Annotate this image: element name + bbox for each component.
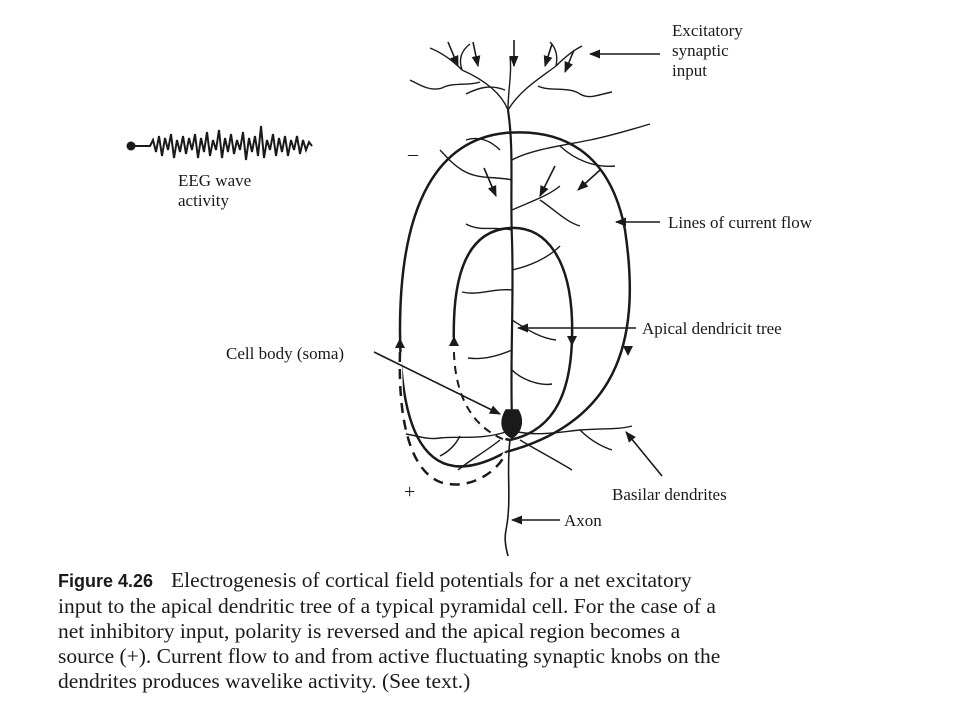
excitatory-input-label-line-3: input [672, 61, 707, 80]
outer-loop-dashes [398, 351, 508, 486]
basilar-dendrites-label: Basilar dendrites [612, 485, 727, 504]
synaptic-input-arrows [447, 40, 601, 198]
caption-text-1: Electrogenesis of cortical field potenti… [171, 568, 692, 592]
inner-loop-dashed-segment [451, 337, 506, 443]
axon [504, 439, 511, 557]
soma-and-basilar-dendrites [405, 409, 633, 471]
apical-tree-label: Apical dendricit tree [642, 319, 782, 338]
eeg-wave-label-line-1: EEG wave [178, 171, 251, 190]
caption-line-2: input to the apical dendritic tree of a … [58, 594, 716, 618]
eeg-wave-label-line-2: activity [178, 191, 229, 210]
axon-label: Axon [564, 511, 602, 530]
eeg-wave-trace [126, 125, 313, 161]
caption-line-4: source (+). Current flow to and from act… [58, 644, 721, 668]
inner-loop-dashes [452, 337, 506, 441]
pyramidal-cell-diagram: Excitatory synaptic input EEG wave activ… [126, 21, 813, 557]
flow-arrowheads [395, 336, 633, 356]
caption-line-1: Figure 4.26 Electrogenesis of cortical fi… [58, 568, 918, 594]
minus-sign: – [407, 143, 419, 165]
caption-line-5: dendrites produces wavelike activity. (S… [58, 669, 471, 693]
excitatory-input-label-line-1: Excitatory [672, 21, 743, 40]
cell-body-label: Cell body (soma) [226, 344, 344, 363]
current-flow-label: Lines of current flow [668, 213, 813, 232]
caption-line-3: net inhibitory input, polarity is revers… [58, 619, 681, 643]
figure-label: Figure 4.26 [58, 571, 154, 591]
apical-dendrite-tree [409, 41, 651, 421]
excitatory-input-label-line-2: synaptic [672, 41, 729, 60]
label-leader-arrows [373, 49, 663, 525]
outer-current-loop [398, 131, 631, 468]
figure-caption: Figure 4.26 Electrogenesis of cortical fi… [58, 568, 918, 694]
plus-sign: + [404, 481, 415, 503]
